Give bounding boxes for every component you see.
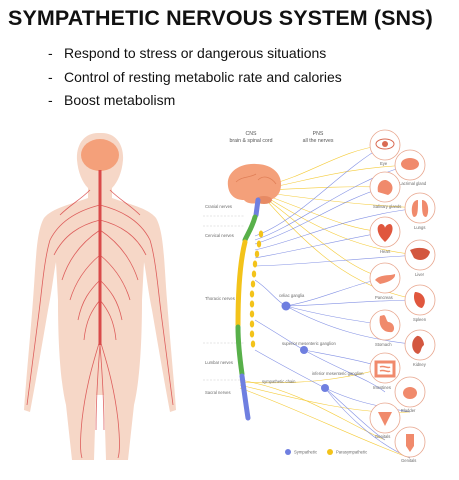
svg-text:Salivary glands: Salivary glands — [373, 204, 401, 209]
brain — [81, 139, 119, 171]
pns-sub-label: all the nerves — [303, 138, 334, 144]
svg-text:Pancreas: Pancreas — [375, 295, 393, 300]
bullet-item: -Respond to stress or dangerous situatio… — [48, 45, 327, 61]
ganglion-label: sympathetic chain — [262, 379, 296, 384]
cns-sub-label: brain & spinal cord — [230, 138, 273, 144]
ganglion-label: superior mesenteric ganglion — [282, 341, 336, 346]
svg-text:Lacrimal gland: Lacrimal gland — [399, 181, 427, 186]
thoracic-segment — [235, 239, 248, 328]
heart-icon: Heart — [369, 216, 401, 254]
liver-icon: Liver — [404, 239, 436, 277]
lungs-icon: Lungs — [404, 192, 436, 230]
svg-text:Lungs: Lungs — [414, 225, 425, 230]
region-labels: Cranial nerves Cervical nerves Thoracic … — [203, 204, 244, 395]
svg-text:Eye: Eye — [380, 161, 388, 166]
svg-text:Heart: Heart — [380, 249, 391, 254]
peripheral-nerves — [26, 189, 174, 459]
cervical-segment — [242, 214, 258, 243]
legend-parasympathetic-swatch — [327, 449, 333, 455]
intestines-icon: Intestines — [369, 352, 401, 390]
pancreas-icon: Pancreas — [369, 262, 401, 300]
sns-diagram: CNS brain & spinal cord PNS all the nerv… — [203, 129, 436, 463]
bladder-icon: Bladder — [394, 376, 426, 413]
svg-text:Spleen: Spleen — [413, 317, 427, 322]
genitals-icon: Genitals — [369, 402, 401, 439]
cns-label: CNS — [246, 131, 257, 137]
bullet-list: -Respond to stress or dangerous situatio… — [48, 42, 342, 113]
genitals-icon: Genitals — [394, 426, 426, 463]
brainstem — [253, 197, 261, 218]
organ-icons: Eye Lacrimal gland Salivary glands Lungs — [369, 129, 436, 463]
ganglia-beads — [249, 230, 264, 348]
svg-text:Bladder: Bladder — [401, 408, 416, 413]
lumbar-segment — [235, 324, 245, 377]
region-label: Cranial nerves — [205, 204, 232, 209]
region-label: Lumbar nerves — [205, 360, 233, 365]
svg-text:Kidney: Kidney — [413, 362, 427, 367]
sacral-segment — [239, 373, 251, 421]
region-label: Sacral nerves — [205, 390, 231, 395]
salivary-glands-icon: Salivary glands — [369, 171, 401, 209]
region-label: Cervical nerves — [205, 233, 234, 238]
legend-sympathetic-swatch — [285, 449, 291, 455]
spleen-icon: Spleen — [404, 284, 436, 322]
ganglion-label: celiac ganglia — [279, 293, 305, 298]
diagram-brain — [227, 163, 282, 204]
celiac-ganglion — [281, 301, 291, 311]
ganglion-label: inferior mesenteric ganglion — [312, 371, 364, 376]
pns-label: PNS — [313, 131, 324, 137]
eye-icon: Eye — [369, 129, 401, 166]
sympathetic-ganglia: celiac ganglia superior mesenteric gangl… — [262, 293, 364, 392]
bullet-item: -Control of resting metabolic rate and c… — [48, 68, 342, 85]
kidney-icon: Kidney — [404, 329, 436, 367]
svg-text:Stomach: Stomach — [375, 342, 392, 347]
legend: Sympathetic Parasympathetic — [285, 449, 367, 455]
stomach-icon: Stomach — [369, 309, 401, 347]
region-label: Thoracic nerves — [205, 296, 235, 301]
inferior-mesenteric-ganglion — [321, 384, 329, 392]
svg-text:Genitals: Genitals — [375, 434, 390, 439]
bullet-item: -Boost metabolism — [48, 92, 176, 108]
svg-text:Liver: Liver — [415, 272, 425, 277]
lacrimal-gland-icon: Lacrimal gland — [394, 149, 427, 186]
legend-sympathetic-label: Sympathetic — [294, 450, 317, 455]
svg-text:Genitals: Genitals — [401, 458, 416, 463]
legend-parasympathetic-label: Parasympathetic — [336, 450, 367, 455]
superior-mesenteric-ganglion — [300, 346, 308, 354]
page-title: SYMPATHETIC NERVOUS SYSTEM (SNS) — [8, 6, 433, 30]
svg-text:Intestines: Intestines — [373, 385, 391, 390]
body-figure — [24, 133, 176, 460]
